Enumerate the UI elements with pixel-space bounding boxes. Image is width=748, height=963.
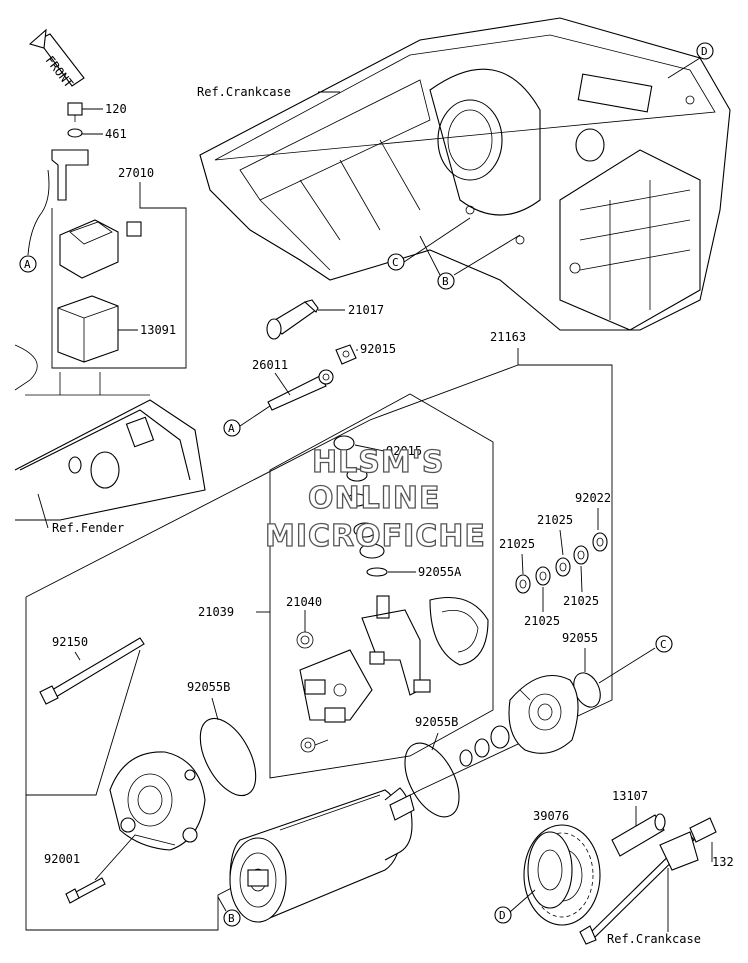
watermark-line-1: HLSM'S — [312, 445, 444, 480]
fender-drawing — [14, 344, 206, 521]
rear-end-cover — [508, 675, 579, 754]
label-461: 461 — [105, 127, 127, 141]
label-120: 120 — [105, 102, 127, 116]
label-92022: 92022 — [575, 491, 611, 505]
label-27010: 27010 — [118, 166, 154, 180]
label-92015-lower: 92015 — [386, 444, 422, 458]
label-21017: 21017 — [348, 303, 384, 317]
label-21025-right: 21025 — [563, 594, 599, 608]
label-26011: 26011 — [252, 358, 288, 372]
brush-frame-21039 — [269, 393, 494, 779]
callout-b-crankcase: B — [437, 272, 455, 290]
label-92055B-left: 92055B — [187, 680, 230, 694]
bolt-92001 — [65, 877, 106, 904]
svg-text:D: D — [701, 45, 708, 58]
front-end-cover — [109, 751, 206, 851]
label-92001: 92001 — [44, 852, 80, 866]
ref-fender-label: Ref.Fender — [52, 521, 124, 535]
label-39076: 39076 — [533, 809, 569, 823]
label-21040: 21040 — [286, 595, 322, 609]
svg-text:B: B — [228, 912, 235, 925]
svg-text:A: A — [24, 258, 31, 271]
label-132: 132 — [712, 855, 734, 869]
relay-assembly — [27, 102, 187, 369]
watermark-line-3: MICROFICHE — [265, 519, 486, 554]
label-92150: 92150 — [52, 635, 88, 649]
washer-stack — [515, 532, 608, 594]
label-92055B-right: 92055B — [415, 715, 458, 729]
label-13107: 13107 — [612, 789, 648, 803]
callout-d-gear: D — [494, 906, 512, 924]
o-ring-92055B-left — [199, 717, 257, 797]
svg-text:B: B — [442, 275, 449, 288]
callout-c-starter: C — [655, 635, 673, 653]
watermark-line-2: ONLINE — [308, 481, 441, 516]
label-21025-bottom: 21025 — [524, 614, 560, 628]
svg-text:D: D — [499, 909, 506, 922]
ref-crankcase-top-label: Ref.Crankcase — [197, 85, 291, 99]
ref-crankcase-bottom-label: Ref.Crankcase — [607, 932, 701, 946]
callout-b-lower: B — [223, 909, 241, 927]
callout-a-middle: A — [223, 419, 241, 437]
starter-gear-39076 — [523, 824, 601, 926]
idler-shaft-13107 — [611, 813, 666, 857]
label-92055A: 92055A — [418, 565, 462, 579]
label-92055: 92055 — [562, 631, 598, 645]
callout-c-crankcase: C — [387, 253, 405, 271]
label-13091: 13091 — [140, 323, 176, 337]
svg-text:C: C — [392, 256, 399, 269]
assembly-frame-21163 — [25, 348, 613, 931]
label-21039: 21039 — [198, 605, 234, 619]
crankcase-drawing — [199, 17, 731, 331]
front-washers — [459, 725, 510, 767]
watermark: HLSM'S ONLINE MICROFICHE — [264, 444, 486, 554]
brush-holder-parts — [296, 435, 489, 753]
label-21025-top: 21025 — [537, 513, 573, 527]
starter-cable — [266, 299, 357, 411]
o-ring-92055B-right — [404, 742, 460, 818]
svg-text:C: C — [660, 638, 667, 651]
svg-text:A: A — [228, 422, 235, 435]
through-bolt-92150 — [39, 637, 145, 705]
front-arrow-icon: FRONT — [28, 28, 85, 90]
label-21163: 21163 — [490, 330, 526, 344]
bolt-132 — [579, 817, 717, 945]
callout-a-left: A — [19, 255, 37, 273]
starter-motor-body — [229, 787, 415, 923]
label-21025-left: 21025 — [499, 537, 535, 551]
label-92015-upper: 92015 — [360, 342, 396, 356]
callout-d-top: D — [696, 42, 714, 60]
